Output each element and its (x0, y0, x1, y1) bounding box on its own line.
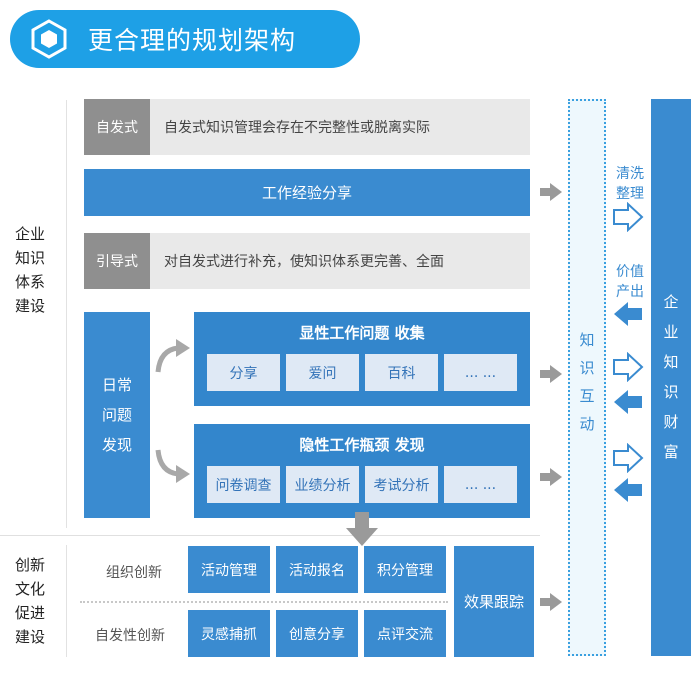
left-divider-lower (66, 545, 67, 657)
arrow-stem (540, 473, 550, 481)
org-item-activity-signup: 活动报名 (276, 546, 358, 593)
solid-arrow-left-icon (614, 478, 642, 502)
solid-arrow-left-icon (614, 302, 642, 326)
clean-organize-label: 清洗 整理 (616, 166, 644, 202)
header-pill (10, 10, 360, 68)
arrow-stem (540, 370, 550, 378)
org-innovation-label: 组织创新 (106, 565, 162, 581)
guided-row (84, 233, 530, 289)
innovation-culture-label: 创新 文化 促进 建设 (14, 556, 45, 646)
gray-arrow-right-icon (550, 468, 562, 486)
implicit-title: 隐性工作瓶颈 发现 (299, 435, 425, 454)
section-divider (0, 535, 540, 536)
innovation-divider (80, 601, 448, 603)
self-innovation-label: 自发性创新 (95, 628, 165, 644)
cube-icon (31, 19, 67, 59)
explicit-item-ask: 爱问 (286, 354, 359, 391)
implicit-item-performance: 业绩分析 (286, 466, 359, 503)
knowledge-interaction-label: 知 识 互 动 (579, 331, 595, 433)
hollow-arrow-right-icon (613, 443, 644, 473)
explicit-item-wiki: 百科 (365, 354, 438, 391)
hollow-arrow-right-icon (613, 352, 644, 382)
gray-arrow-right-icon (550, 365, 562, 383)
gray-arrow-right-icon (550, 593, 562, 611)
spontaneous-row (84, 99, 530, 155)
self-item-review: 点评交流 (364, 610, 446, 657)
implicit-item-more: ... ... (444, 466, 517, 503)
guided-desc: 对自发式进行补充，使知识体系更完善、全面 (164, 254, 444, 270)
org-item-activity-management: 活动管理 (188, 546, 270, 593)
explicit-title: 显性工作问题 收集 (299, 323, 425, 342)
arrow-stem (540, 188, 550, 196)
gray-arrow-down-icon (346, 512, 378, 546)
enterprise-label: 企业 知识 体系 建设 (14, 225, 45, 315)
org-item-points-management: 积分管理 (364, 546, 446, 593)
explicit-item-share: 分享 (207, 354, 280, 391)
self-item-inspiration: 灵感捕抓 (188, 610, 270, 657)
knowledge-wealth-label: 企 业 知 识 财 富 (663, 293, 679, 461)
effect-tracking: 效果跟踪 (454, 546, 534, 657)
gray-arrow-right-icon (550, 183, 562, 201)
solid-arrow-left-icon (614, 390, 642, 414)
spontaneous-desc: 自发式知识管理会存在不完整性或脱离实际 (164, 120, 430, 136)
value-output-label: 价值 产出 (616, 264, 644, 300)
explicit-item-more: ... ... (444, 354, 517, 391)
experience-sharing: 工作经验分享 (84, 169, 530, 216)
self-item-idea-sharing: 创意分享 (276, 610, 358, 657)
spontaneous-tag: 自发式 (84, 99, 150, 155)
page-title: 更合理的规划架构 (88, 26, 297, 55)
curved-arrow-up-icon (155, 339, 190, 373)
arrow-stem (540, 598, 550, 606)
daily-discovery: 日常 问题 发现 (84, 312, 150, 518)
knowledge-wealth-column (651, 99, 691, 656)
left-divider (66, 100, 67, 528)
knowledge-interaction-box (568, 99, 606, 656)
implicit-item-exam: 考试分析 (365, 466, 438, 503)
implicit-item-survey: 问卷调查 (207, 466, 280, 503)
hollow-arrow-right-icon (613, 202, 644, 232)
guided-tag: 引导式 (84, 233, 150, 289)
curved-arrow-down-icon (155, 449, 190, 483)
